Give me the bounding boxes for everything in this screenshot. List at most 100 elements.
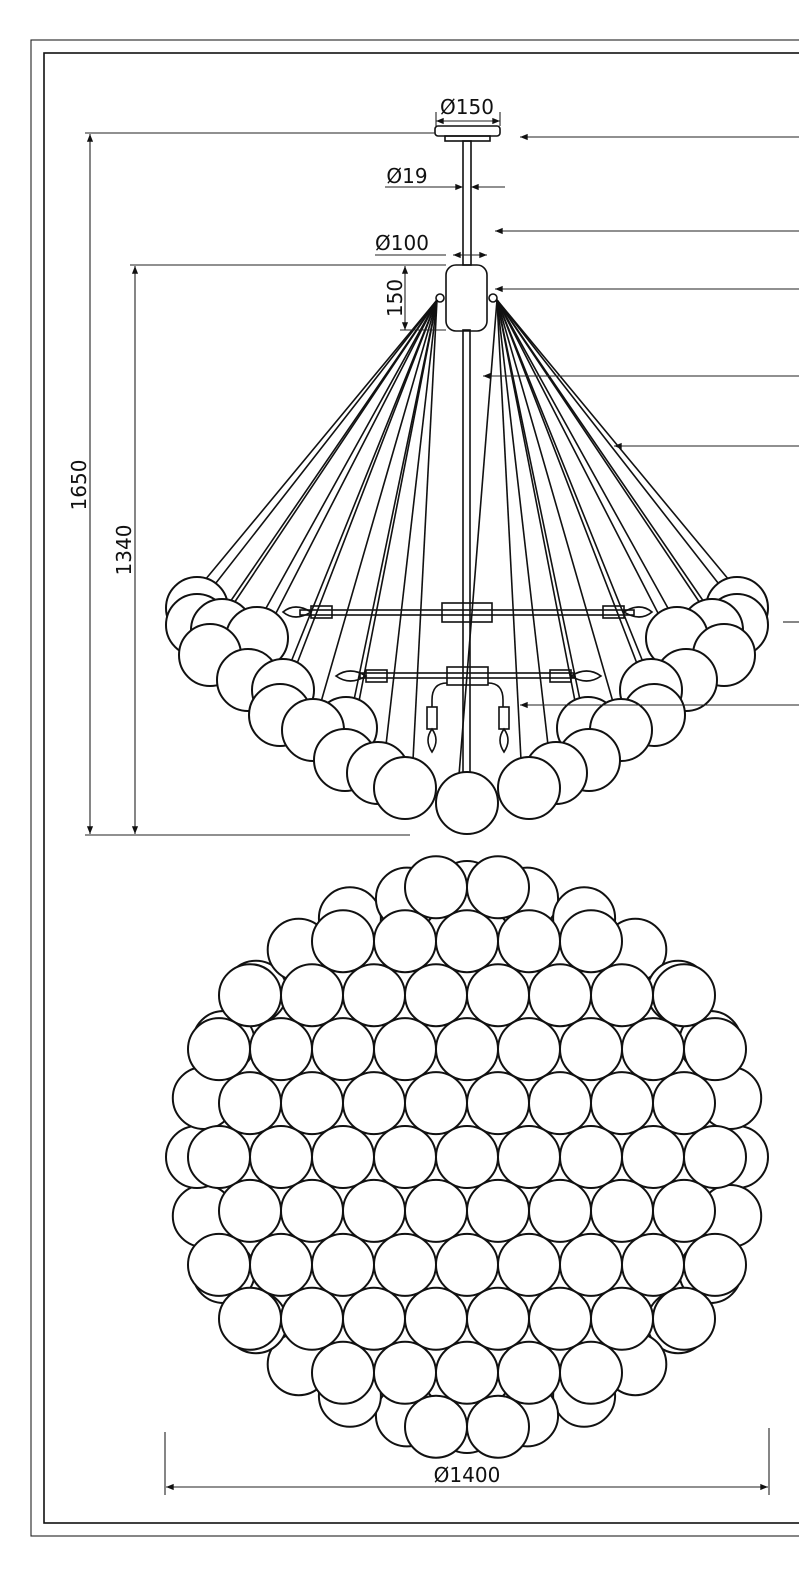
globe-top bbox=[373, 1017, 437, 1082]
globe-top bbox=[466, 855, 530, 920]
globe-top bbox=[218, 963, 282, 1028]
globe-top bbox=[280, 1071, 344, 1136]
globe-top bbox=[435, 1125, 499, 1189]
globe-top bbox=[280, 1286, 344, 1351]
globes-side bbox=[165, 576, 769, 835]
wire bbox=[496, 299, 730, 581]
dimension-lines bbox=[85, 112, 770, 1495]
leader-arrows bbox=[483, 133, 799, 709]
globe-top bbox=[497, 1232, 561, 1297]
candle-bulb-icon bbox=[622, 606, 654, 618]
globe-top bbox=[683, 1125, 747, 1189]
globe-top bbox=[249, 1232, 313, 1297]
wire bbox=[496, 299, 522, 761]
globe-top bbox=[404, 1394, 468, 1459]
candle-bulb-icon bbox=[499, 727, 509, 754]
globe-top bbox=[404, 963, 468, 1028]
hub-body bbox=[445, 264, 488, 332]
wire bbox=[385, 299, 438, 746]
wire bbox=[496, 299, 717, 628]
candle-bulb-icon bbox=[427, 727, 437, 754]
globe-top bbox=[218, 1286, 282, 1351]
candle-bulb-icon bbox=[281, 606, 313, 618]
wire bbox=[496, 299, 614, 703]
wire bbox=[217, 299, 438, 628]
globe-top bbox=[342, 1071, 406, 1136]
globe-top bbox=[683, 1017, 747, 1082]
wire bbox=[496, 299, 549, 746]
globe bbox=[497, 756, 561, 820]
globe-top bbox=[652, 1286, 716, 1351]
center-rod bbox=[462, 329, 471, 803]
globe-top bbox=[435, 1232, 499, 1297]
globe-top bbox=[621, 1232, 685, 1297]
globe-top bbox=[466, 1071, 530, 1136]
globe-top bbox=[652, 1071, 716, 1136]
globe-top bbox=[621, 1125, 685, 1189]
dim-hub-height: 150 bbox=[383, 279, 407, 317]
globe-top bbox=[249, 1017, 313, 1082]
canopy bbox=[434, 125, 501, 142]
globe-top bbox=[590, 963, 654, 1028]
dim-rod-diameter: Ø19 bbox=[386, 164, 427, 188]
globe-top bbox=[311, 1125, 375, 1189]
dim-hub-diameter: Ø100 bbox=[375, 231, 429, 255]
globe-top bbox=[404, 1071, 468, 1136]
globe-top bbox=[590, 1071, 654, 1136]
globe-top bbox=[311, 1340, 375, 1405]
globe-top bbox=[466, 1394, 530, 1459]
globe-top bbox=[404, 1286, 468, 1351]
globe-top bbox=[621, 1017, 685, 1082]
globe-top bbox=[435, 909, 499, 974]
globe-top bbox=[342, 1178, 406, 1243]
wire bbox=[255, 299, 438, 653]
globe-top bbox=[559, 1017, 623, 1082]
globe-top bbox=[311, 1017, 375, 1082]
globe-top bbox=[652, 963, 716, 1028]
globe-top bbox=[497, 1017, 561, 1082]
wire bbox=[264, 299, 438, 611]
globe-top bbox=[435, 1017, 499, 1082]
wire bbox=[204, 299, 438, 598]
wire bbox=[496, 299, 582, 733]
globe-top bbox=[373, 1125, 437, 1189]
globe-top bbox=[404, 1178, 468, 1243]
suspension-rod bbox=[462, 140, 472, 266]
dim-body-height: 1340 bbox=[112, 525, 136, 576]
dim-overall-diameter: Ø1400 bbox=[434, 1463, 501, 1487]
globe bbox=[373, 756, 437, 820]
globe-top bbox=[435, 1340, 499, 1405]
globe-top bbox=[559, 1340, 623, 1405]
globe-top bbox=[218, 1178, 282, 1243]
globe-top bbox=[311, 909, 375, 974]
wire bbox=[496, 299, 581, 701]
globe-top bbox=[559, 1125, 623, 1189]
globe-top bbox=[528, 1071, 592, 1136]
outer-frame bbox=[30, 39, 799, 1537]
globe-top bbox=[280, 963, 344, 1028]
wire bbox=[496, 299, 730, 598]
globe-top bbox=[652, 1178, 716, 1243]
globe-top bbox=[311, 1232, 375, 1297]
globe bbox=[435, 771, 499, 835]
candle-bulb-icon bbox=[569, 670, 603, 682]
side-view bbox=[165, 125, 769, 835]
globe-top bbox=[373, 1340, 437, 1405]
globe-top bbox=[466, 1286, 530, 1351]
globe-top bbox=[280, 1178, 344, 1243]
globe-top bbox=[590, 1286, 654, 1351]
wire bbox=[412, 299, 438, 761]
wire bbox=[496, 299, 647, 688]
globe-top bbox=[590, 1178, 654, 1243]
globe-top bbox=[187, 1017, 251, 1082]
globe-top bbox=[373, 909, 437, 974]
globe-top bbox=[683, 1232, 747, 1297]
candle-bulb-icon bbox=[334, 670, 368, 682]
globe-top bbox=[218, 1071, 282, 1136]
top-view bbox=[165, 855, 769, 1459]
globe-top bbox=[528, 1286, 592, 1351]
wire bbox=[353, 299, 438, 701]
wire bbox=[204, 299, 438, 581]
wires bbox=[204, 299, 730, 776]
